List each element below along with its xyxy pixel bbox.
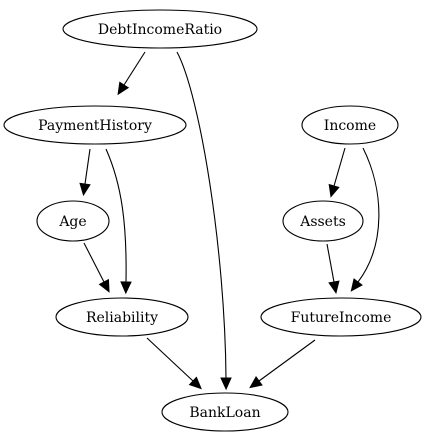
node-ellipse [161,392,289,432]
edge-line [123,51,146,86]
edge-line [326,243,335,283]
node-paymenthistory: PaymentHistory [3,105,187,145]
edge-line [333,147,346,187]
arrowhead [249,376,263,389]
node-label: DebtIncomeRatio [98,22,222,38]
node-ellipse [36,200,110,242]
arrowhead [220,377,232,391]
arrowhead [120,281,132,295]
node-label: PaymentHistory [38,118,152,134]
node-ellipse [62,9,258,49]
edge-layer [79,51,380,391]
edge-income-to-futureincome [350,147,380,292]
arrowhead [98,278,110,293]
node-debtincomeratio: DebtIncomeRatio [62,9,258,49]
node-label: Assets [299,214,346,230]
node-label: Age [58,214,86,230]
node-label: FutureIncome [291,310,392,326]
node-ellipse [55,297,189,337]
node-ellipse [3,105,187,145]
node-age: Age [36,200,110,242]
node-futureincome: FutureIncome [260,297,422,337]
node-label: Reliability [86,310,158,326]
node-bankloan: BankLoan [161,392,289,432]
edge-futureincome-to-bankloan [249,339,316,389]
edge-line [83,242,105,283]
edge-line [357,147,380,283]
edge-paymenthistory-to-reliability [105,148,132,295]
arrowhead [350,278,363,292]
arrowhead [328,183,340,198]
edge-line [105,148,127,283]
arrowhead [328,280,340,295]
edge-assets-to-futureincome [326,243,340,295]
edge-line [176,51,227,379]
edge-reliability-to-bankloan [146,337,202,390]
node-label: BankLoan [189,405,260,421]
edge-line [146,337,194,382]
node-ellipse [301,105,399,145]
edge-age-to-reliability [83,242,110,293]
node-ellipse [260,297,422,337]
edge-income-to-assets [328,147,346,198]
arrowhead [117,81,130,96]
edge-line [258,339,316,382]
edge-paymenthistory-to-age [79,148,91,197]
node-label: Income [324,118,376,134]
edge-debtincomeratio-to-paymenthistory [117,51,146,96]
node-income: Income [301,105,399,145]
node-reliability: Reliability [55,297,189,337]
edge-debtincomeratio-to-bankloan [176,51,232,391]
arrowhead [79,182,91,197]
node-ellipse [282,200,364,242]
edge-line [84,148,91,185]
arrowhead [188,376,202,390]
node-assets: Assets [282,200,364,242]
